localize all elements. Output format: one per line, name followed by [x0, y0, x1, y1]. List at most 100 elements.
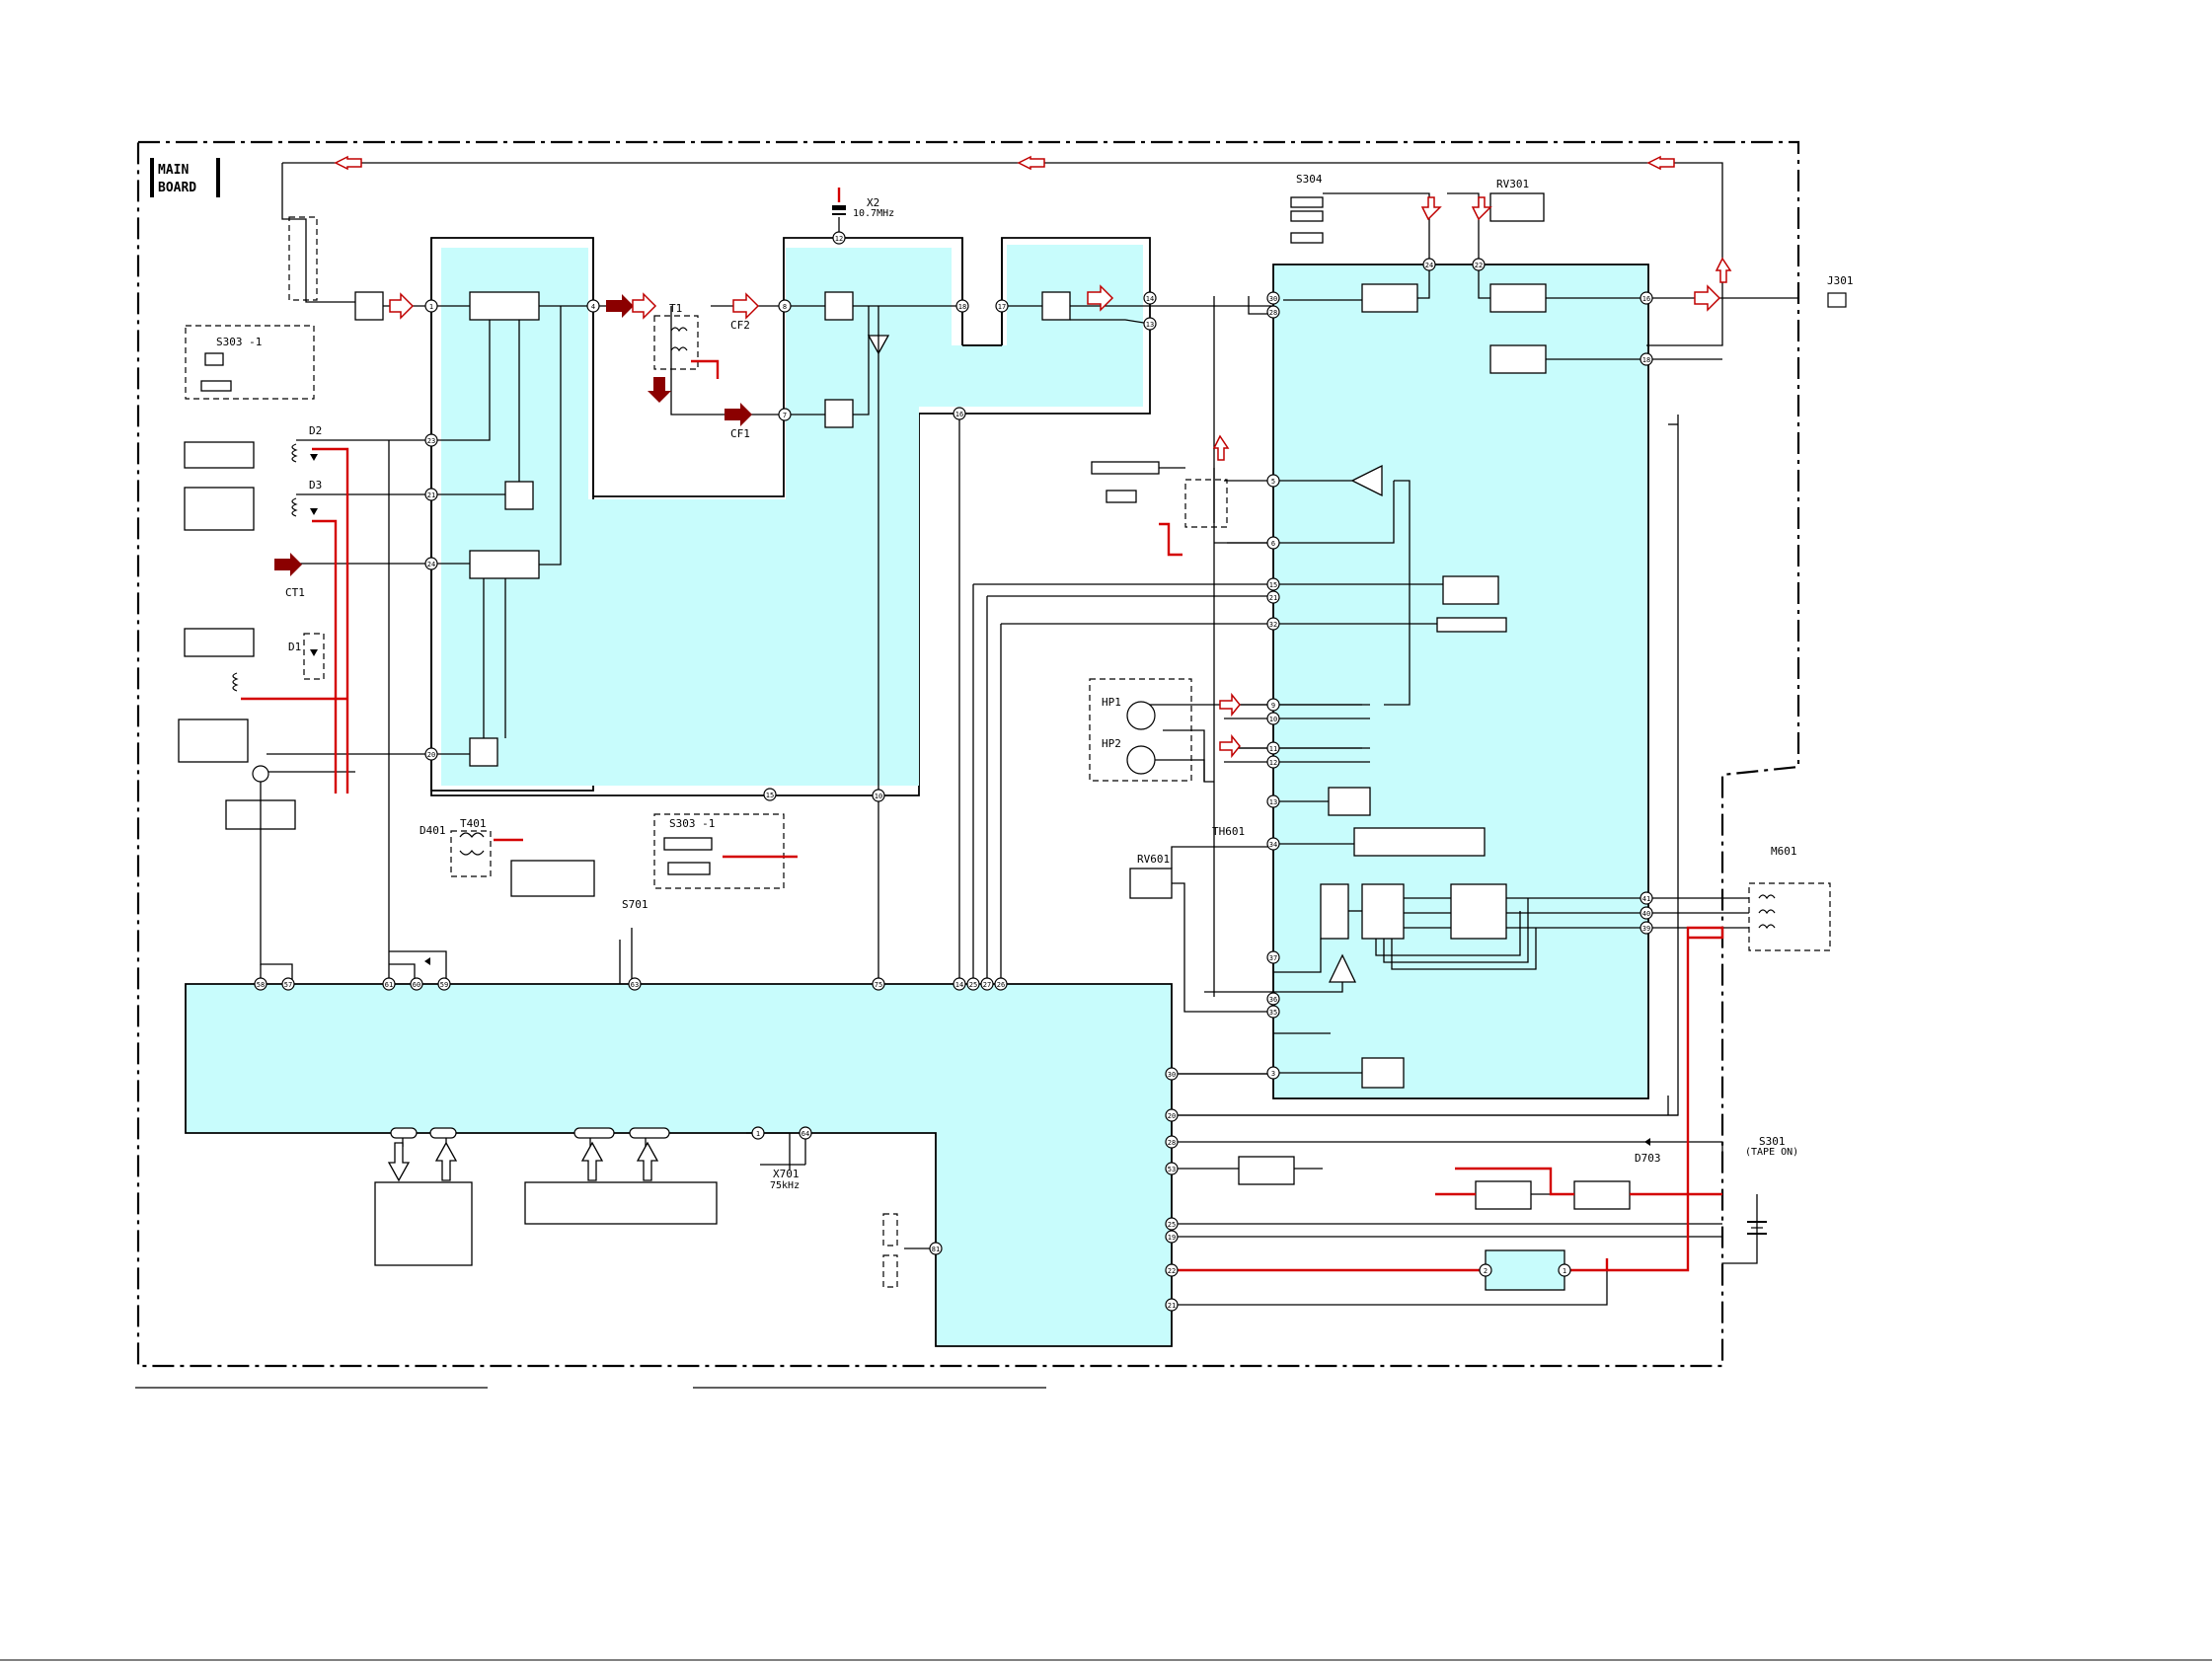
motor-block-1	[1320, 883, 1349, 940]
svg-text:22: 22	[1475, 262, 1483, 269]
svg-text:24: 24	[427, 561, 435, 568]
svg-text:16: 16	[955, 411, 963, 418]
svg-text:59: 59	[440, 981, 448, 989]
svg-text:14: 14	[955, 981, 963, 989]
svg-text:15: 15	[1269, 581, 1277, 589]
fm-rf-block	[184, 487, 255, 531]
s304-block-c	[1290, 232, 1324, 244]
svg-text:8: 8	[783, 303, 787, 311]
svg-text:63: 63	[631, 981, 639, 989]
svg-text:53: 53	[1168, 1166, 1176, 1173]
hp2-label: HP2	[1102, 737, 1121, 750]
svg-text:75: 75	[875, 981, 882, 989]
svg-text:32: 32	[1269, 621, 1277, 629]
svg-text:10: 10	[1269, 716, 1277, 723]
rv601-block	[1129, 868, 1173, 899]
motor-sw-block-2	[1106, 490, 1137, 503]
reg-block-2	[1573, 1180, 1631, 1210]
x701-freq-label: 75kHz	[770, 1180, 800, 1191]
s303-top-box	[185, 325, 315, 400]
svg-text:9: 9	[1271, 702, 1275, 710]
s304-block-b	[1290, 210, 1324, 222]
t401-label: T401	[460, 817, 487, 830]
motor-sw-block-1	[1091, 461, 1160, 475]
amp-triangle	[1350, 464, 1383, 497]
svg-text:27: 27	[983, 981, 991, 989]
board-label-main: MAIN	[158, 163, 189, 178]
svg-text:30: 30	[1269, 295, 1277, 303]
if-amp-block-2	[824, 399, 854, 428]
d3-label: D3	[309, 479, 322, 491]
d401-label: D401	[420, 824, 446, 837]
junction-circle	[252, 765, 269, 783]
if-amp-block-1	[824, 291, 854, 321]
audio-block-2	[1489, 283, 1547, 313]
s303-top-label: S303 -1	[216, 336, 262, 348]
board-label: MAIN BOARD	[150, 158, 220, 197]
svg-text:6: 6	[1271, 540, 1275, 548]
svg-text:13: 13	[1269, 798, 1277, 806]
d2-label: D2	[309, 424, 322, 437]
x2-crystal	[832, 188, 846, 237]
t401-load-block	[510, 860, 595, 897]
svg-text:20: 20	[427, 751, 435, 759]
pin-markers: 1 23 21 24 20 4 8 7 18 17 14 13 16 15 10…	[254, 231, 1653, 1312]
svg-text:3: 3	[1271, 1070, 1275, 1078]
s304-label: S304	[1296, 173, 1323, 186]
motor-block-3	[1450, 883, 1507, 940]
osc-block	[504, 481, 534, 510]
ctrl-block-3	[1328, 787, 1371, 816]
ctrl-block-1	[1442, 575, 1499, 605]
main-board-border	[136, 140, 1800, 1368]
m601-box	[1748, 882, 1831, 951]
io-arrows	[387, 1127, 670, 1182]
svg-text:16: 16	[1642, 295, 1650, 303]
ic-regulator	[1485, 1249, 1565, 1291]
svg-text:30: 30	[1168, 1071, 1176, 1079]
svg-text:21: 21	[1269, 594, 1277, 602]
svg-text:4: 4	[591, 303, 595, 311]
svg-text:28: 28	[1269, 309, 1277, 317]
rv301-body	[1489, 192, 1545, 222]
d703-label: D703	[1635, 1152, 1661, 1165]
svg-text:61: 61	[385, 981, 393, 989]
reset-block	[1361, 1057, 1405, 1089]
motor-block-2	[1361, 883, 1405, 940]
svg-text:22: 22	[1168, 1267, 1176, 1275]
fm-ant-block	[184, 441, 255, 469]
svg-text:1: 1	[756, 1130, 760, 1138]
reg-block-1	[1475, 1180, 1532, 1210]
hp1-sensor	[1126, 701, 1156, 730]
svg-text:5: 5	[1271, 478, 1275, 486]
hp1-label: HP1	[1102, 696, 1121, 709]
board-label-board: BOARD	[158, 181, 196, 195]
svg-text:11: 11	[1269, 745, 1277, 753]
svg-text:36: 36	[1269, 996, 1277, 1004]
x2-label: X2	[867, 196, 879, 209]
svg-text:24: 24	[1425, 262, 1433, 269]
j301-label: J301	[1827, 274, 1854, 287]
x701-label: X701	[773, 1168, 800, 1180]
svg-text:81: 81	[932, 1246, 940, 1253]
svg-text:40: 40	[1642, 910, 1650, 918]
rv601-label: RV601	[1137, 853, 1170, 866]
svg-text:15: 15	[766, 792, 774, 799]
svg-text:37: 37	[1269, 954, 1277, 962]
s301-label: S301	[1759, 1135, 1786, 1148]
svg-text:18: 18	[958, 303, 966, 311]
s301-note: (TAPE ON)	[1745, 1147, 1798, 1158]
ic-if-detector	[430, 237, 1151, 796]
svg-text:19: 19	[1168, 1234, 1176, 1242]
display-block	[374, 1181, 473, 1266]
am-coil-block	[178, 718, 249, 763]
svg-text:64: 64	[801, 1130, 809, 1138]
red-signal-wires	[241, 359, 1724, 1272]
svg-text:57: 57	[284, 981, 292, 989]
svg-text:25: 25	[969, 981, 977, 989]
svg-text:17: 17	[998, 303, 1006, 311]
mixer-block	[469, 291, 540, 321]
rv301-label: RV301	[1496, 178, 1529, 190]
audio-block-1	[1361, 283, 1418, 313]
signal-arrows	[274, 155, 1732, 759]
svg-text:10: 10	[875, 793, 882, 800]
